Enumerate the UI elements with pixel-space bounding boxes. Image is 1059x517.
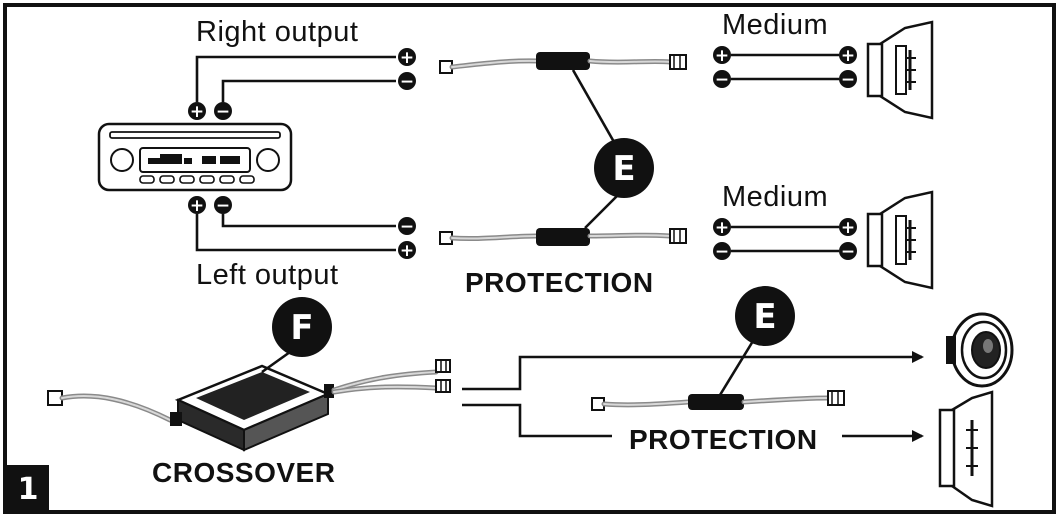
speaker-medium-top-icon	[866, 20, 934, 120]
polarity-plus: +	[400, 241, 414, 261]
polarity-minus: −	[715, 242, 729, 262]
label-right-output: Right output	[196, 16, 358, 48]
badge-e-top: E	[594, 138, 654, 198]
label-left-output: Left output	[196, 259, 339, 291]
medium-bottom-terminals: + − + −	[713, 218, 857, 262]
polarity-plus: +	[190, 196, 204, 216]
polarity-minus: −	[216, 196, 230, 216]
step-number: 1	[18, 472, 39, 507]
polarity-minus: −	[400, 217, 414, 237]
step-number-badge: 1	[7, 465, 49, 510]
callout-line	[718, 340, 755, 396]
polarity-plus: +	[841, 218, 855, 238]
badge-f-label: F	[290, 308, 313, 348]
callout-line	[261, 350, 291, 374]
polarity-plus: +	[400, 48, 414, 68]
polarity-plus: +	[715, 218, 729, 238]
diagram-border	[3, 3, 1056, 514]
polarity-minus: −	[841, 70, 855, 90]
crossover-output-wires	[462, 351, 924, 442]
protection-cable-middle	[439, 228, 687, 246]
badge-e-label: E	[612, 149, 635, 189]
badge-f: F	[272, 297, 332, 357]
left-output-terminals: + −	[188, 196, 232, 216]
polarity-plus: +	[190, 102, 204, 122]
callout-line	[571, 69, 616, 143]
medium-top-terminals: + − + −	[713, 46, 857, 90]
polarity-minus: −	[400, 72, 414, 92]
polarity-minus: −	[216, 102, 230, 122]
left-output-plus-minus: − +	[398, 217, 416, 261]
callout-line	[584, 195, 618, 229]
head-unit	[97, 122, 293, 192]
protection-cable-bottom	[591, 390, 845, 411]
speaker-woofer-icon	[938, 390, 994, 508]
crossover-module	[47, 359, 451, 452]
badge-e-bottom: E	[735, 286, 795, 346]
speaker-tweeter-icon	[946, 312, 1014, 388]
protection-cable-top	[439, 52, 687, 74]
head-unit-wires	[195, 55, 396, 252]
polarity-minus: −	[841, 242, 855, 262]
label-protection-center: PROTECTION	[465, 267, 654, 298]
speaker-medium-bottom-icon	[866, 190, 934, 290]
label-medium-top: Medium	[722, 9, 828, 41]
badge-e-label: E	[753, 297, 776, 337]
right-output-plus-minus: + −	[398, 48, 416, 92]
polarity-plus: +	[841, 46, 855, 66]
polarity-plus: +	[715, 46, 729, 66]
right-output-terminals: + −	[188, 102, 232, 122]
label-crossover: CROSSOVER	[152, 457, 335, 488]
label-medium-bottom: Medium	[722, 181, 828, 213]
label-protection-bottom: PROTECTION	[629, 424, 818, 455]
polarity-minus: −	[715, 70, 729, 90]
